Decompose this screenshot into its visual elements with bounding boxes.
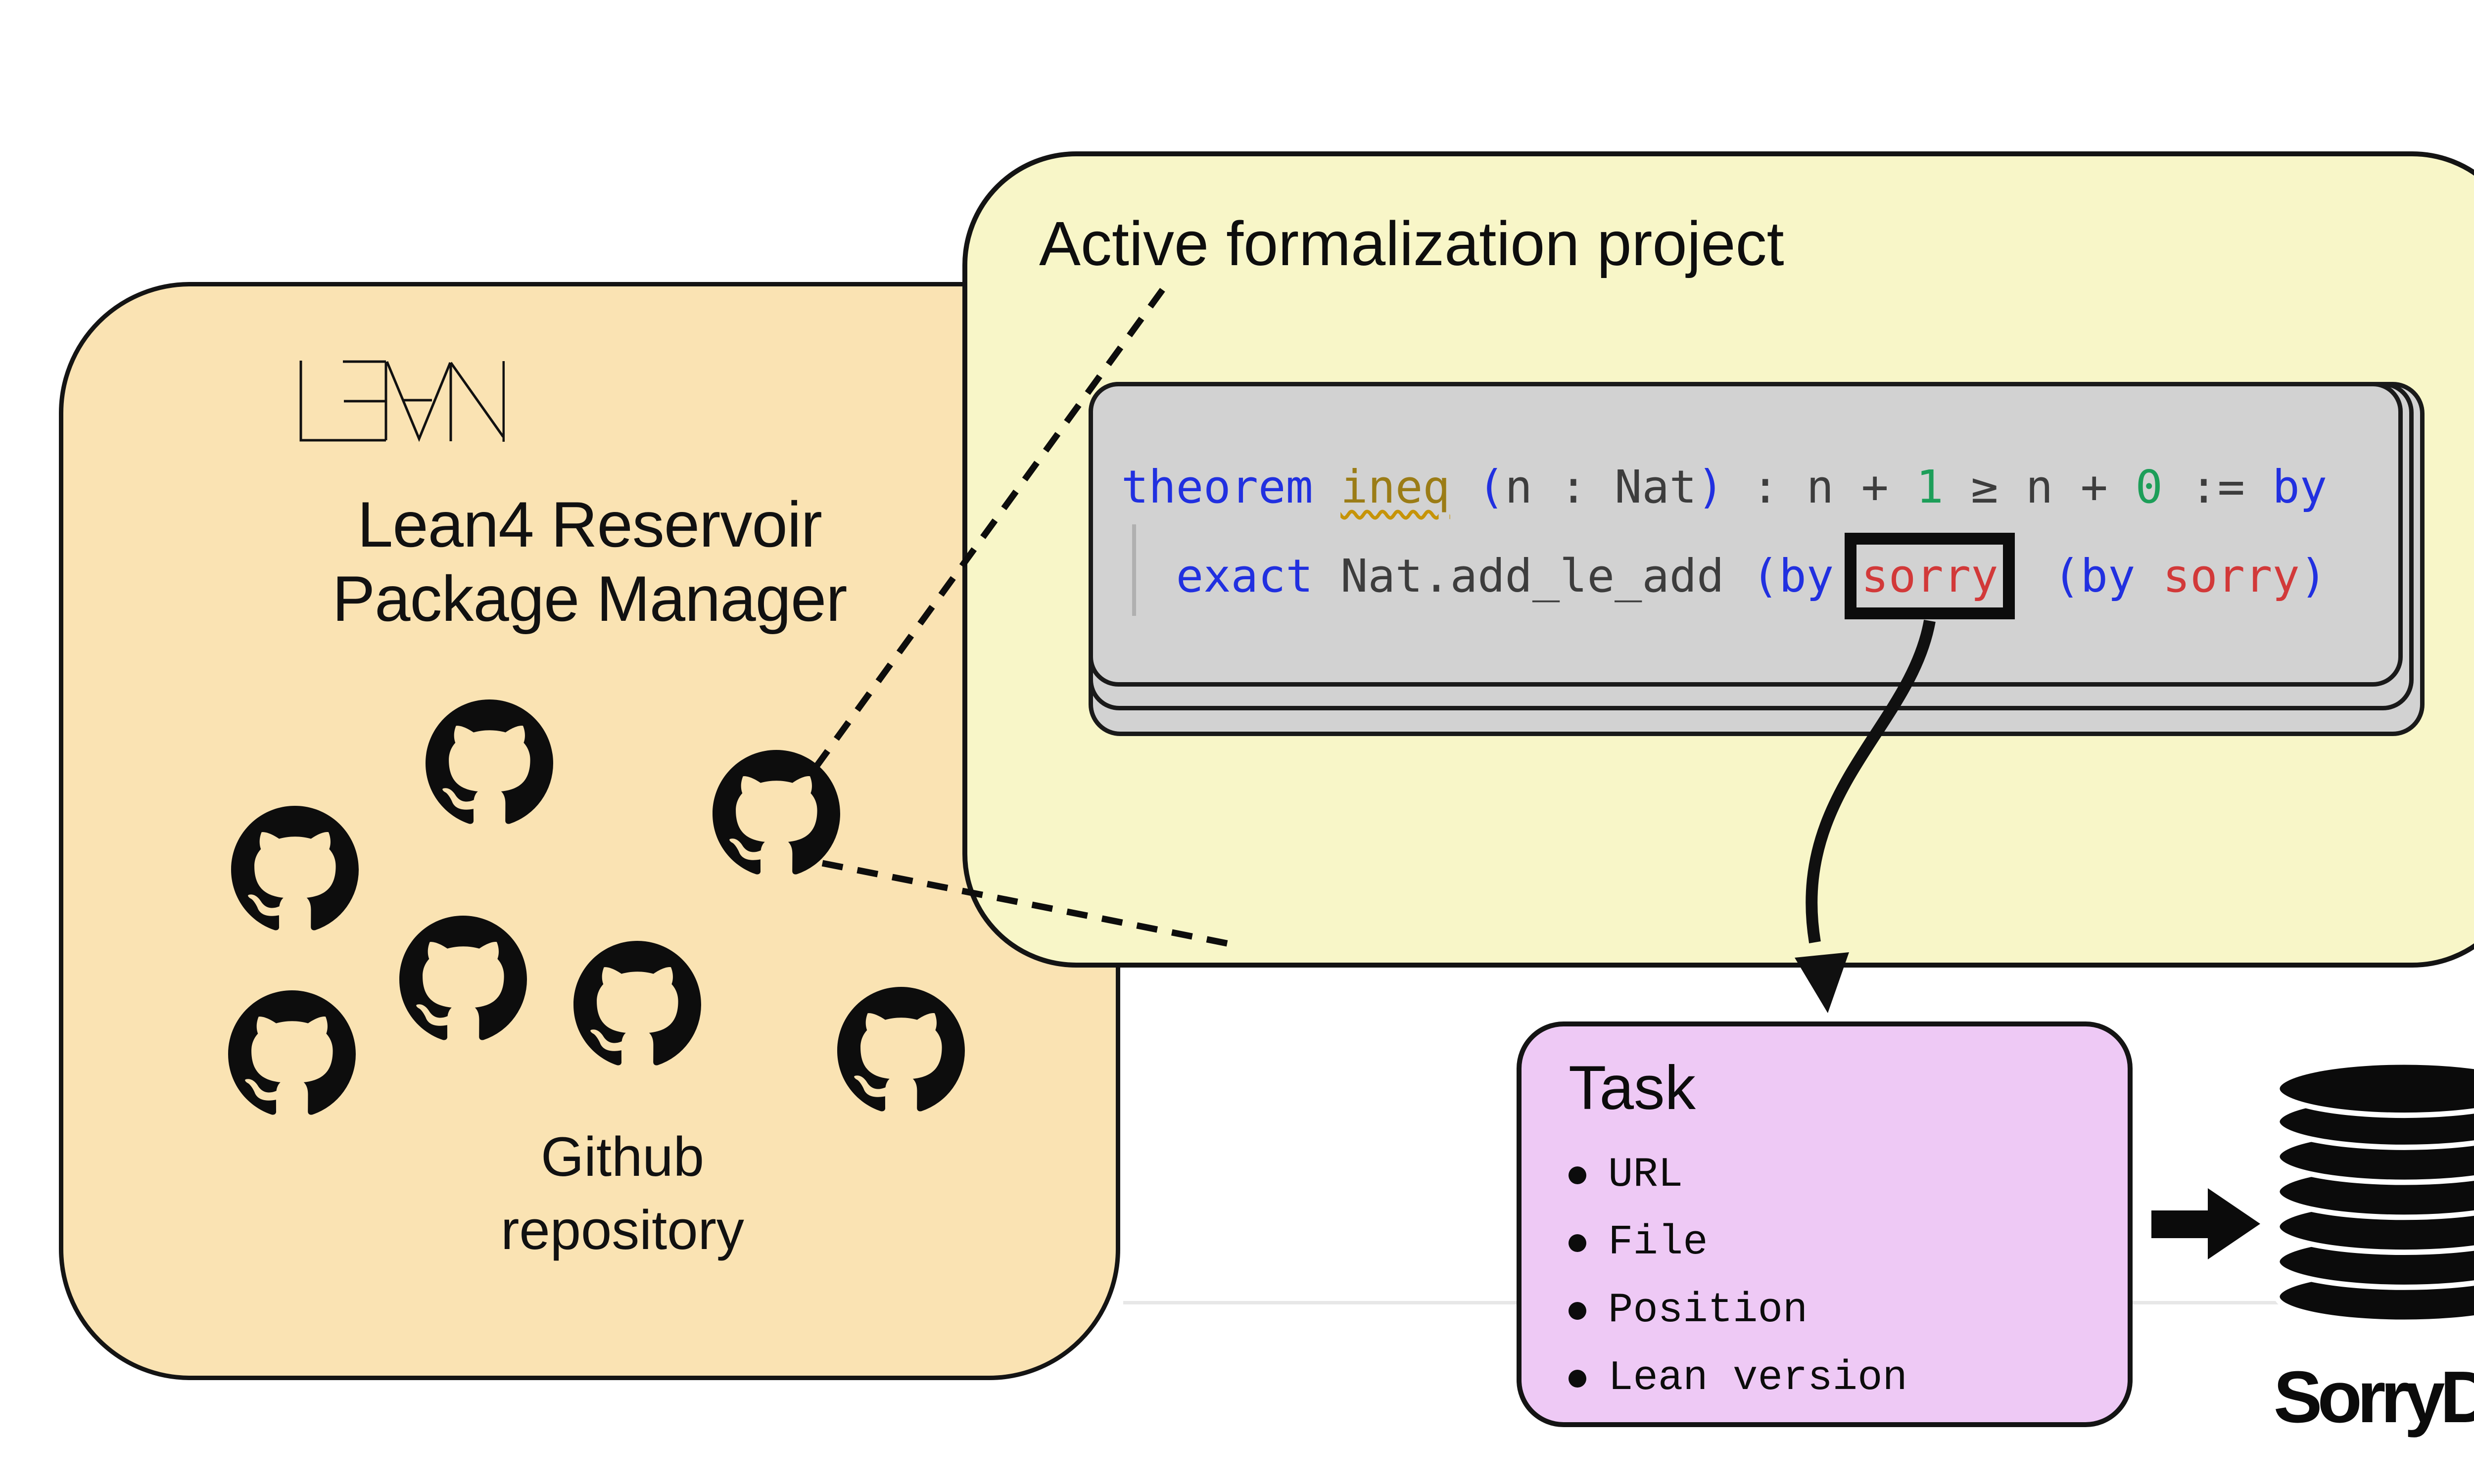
code-token: (by [2053, 550, 2136, 603]
bullet-icon [1569, 1369, 1586, 1388]
code-card [1089, 382, 2403, 687]
github-repository-label: Github repository [375, 1120, 870, 1267]
code-token: ) [2299, 550, 2328, 603]
list-item: File [1569, 1209, 2113, 1277]
code-token: 0 [2135, 461, 2163, 513]
list-item: Lean version [1569, 1345, 2113, 1412]
task-list: URL File Position Lean version [1569, 1141, 2113, 1412]
task-title: Task [1569, 1054, 1696, 1122]
code-token: exact [1176, 550, 1313, 603]
code-token [2135, 550, 2162, 603]
database-icon [2271, 1059, 2474, 1327]
code-line-1: theorem ineq (n : Nat) : n + 1 ≥ n + 0 :… [1121, 458, 2327, 517]
reservoir-title-line2: Package Manager [332, 562, 847, 635]
code-token: ≥ n + [1943, 461, 2136, 513]
code-token [1724, 550, 1752, 603]
github-octocat-icon [399, 916, 527, 1043]
bullet-icon [1569, 1166, 1586, 1184]
code-token: sorry [2162, 550, 2300, 603]
bullet-icon [1569, 1301, 1586, 1320]
github-octocat-icon [426, 699, 553, 827]
code-token: theorem [1121, 461, 1313, 513]
github-octocat-icon [231, 806, 359, 933]
task-item-label: URL [1608, 1152, 1683, 1199]
task-item-label: Lean version [1608, 1355, 1907, 1402]
code-token: n : Nat [1505, 461, 1697, 513]
code-token: (by [1751, 550, 1834, 603]
code-token [1834, 550, 1861, 603]
code-token: 1 [1916, 461, 1944, 513]
task-box [1517, 1021, 2133, 1427]
code-token [1313, 550, 1340, 603]
right-arrow-icon [2151, 1188, 2260, 1259]
github-octocat-icon [573, 941, 701, 1068]
code-token: by [2272, 461, 2328, 513]
lean-logo-icon [299, 360, 505, 442]
github-octocat-icon [228, 990, 356, 1118]
github-octocat-icon [837, 987, 965, 1114]
highlighted-sorry-token: sorry [1844, 533, 2015, 619]
sorrydb-label: SorryDB [2273, 1356, 2474, 1438]
code-line-2: exact Nat.add_le_add (by sorry) (by sorr… [1121, 533, 2328, 619]
code-token [2026, 550, 2053, 603]
code-token [1121, 550, 1176, 603]
reservoir-title-line1: Lean4 Reservoir [357, 488, 822, 560]
code-token [1313, 461, 1340, 513]
github-label-line1: Github [541, 1126, 704, 1188]
list-item: URL [1569, 1141, 2113, 1209]
code-token: ( [1477, 461, 1505, 513]
code-token: := [2162, 461, 2273, 513]
code-token: : n + [1724, 461, 1916, 513]
code-token: ) [1998, 550, 2025, 603]
code-token [1450, 461, 1477, 513]
code-token: ) [1697, 461, 1724, 513]
github-octocat-icon [713, 750, 840, 878]
reservoir-title: Lean4 Reservoir Package Manager [59, 487, 1120, 636]
list-item: Position [1569, 1277, 2113, 1345]
task-item-label: File [1608, 1219, 1708, 1266]
code-token: ineq [1340, 461, 1450, 513]
github-label-line2: repository [501, 1199, 744, 1261]
lean-logo [297, 359, 505, 444]
code-token: Nat.add_le_add [1340, 550, 1724, 603]
project-title: Active formalization project [1039, 209, 1784, 278]
bullet-icon [1569, 1234, 1586, 1252]
task-item-label: Position [1608, 1287, 1808, 1334]
